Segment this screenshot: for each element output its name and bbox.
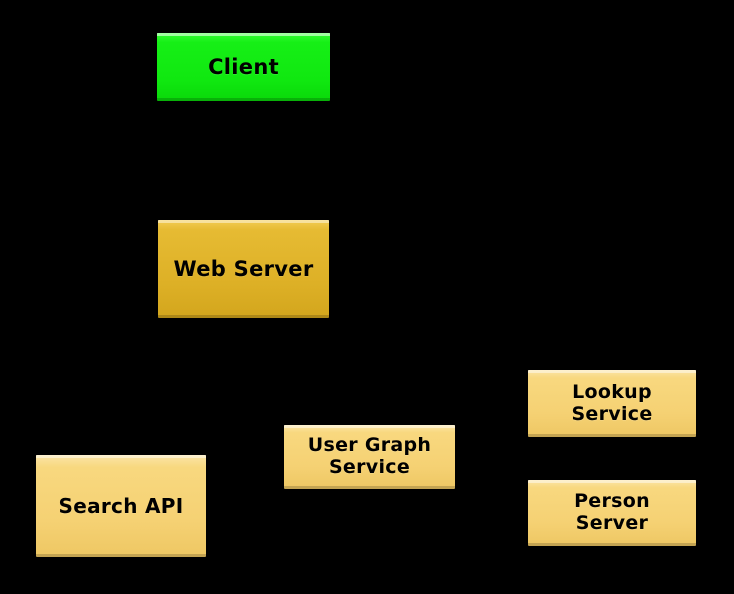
node-label-search-api: Search API	[36, 493, 206, 518]
node-label-line: Service	[571, 402, 653, 425]
diagram-node-person-server[interactable]: Person Server	[528, 480, 696, 546]
node-label-line: Lookup	[572, 380, 652, 403]
node-label-line: User Graph	[307, 434, 432, 457]
node-label-client: Client	[157, 55, 330, 79]
node-label-line: Service	[328, 456, 411, 478]
node-label-line: Web Server	[173, 256, 314, 281]
diagram-node-web-server[interactable]: Web Server	[158, 220, 329, 318]
diagram-node-client[interactable]: Client	[157, 33, 330, 101]
node-label-line: Person	[574, 490, 650, 513]
diagram-node-search-api[interactable]: Search API	[36, 455, 206, 557]
diagram-node-user-graph-service[interactable]: User Graph Service	[284, 425, 455, 489]
node-label-line: Client	[208, 54, 279, 79]
node-label-person-server: Person Server	[528, 490, 696, 535]
node-label-user-graph-service: User Graph Service	[284, 434, 455, 479]
diagram-node-lookup-service[interactable]: Lookup Service	[528, 370, 696, 437]
node-label-web-server: Web Server	[158, 257, 329, 281]
node-label-line: Server	[575, 512, 649, 534]
node-label-line: Search API	[58, 493, 184, 518]
node-label-lookup-service: Lookup Service	[528, 380, 696, 426]
